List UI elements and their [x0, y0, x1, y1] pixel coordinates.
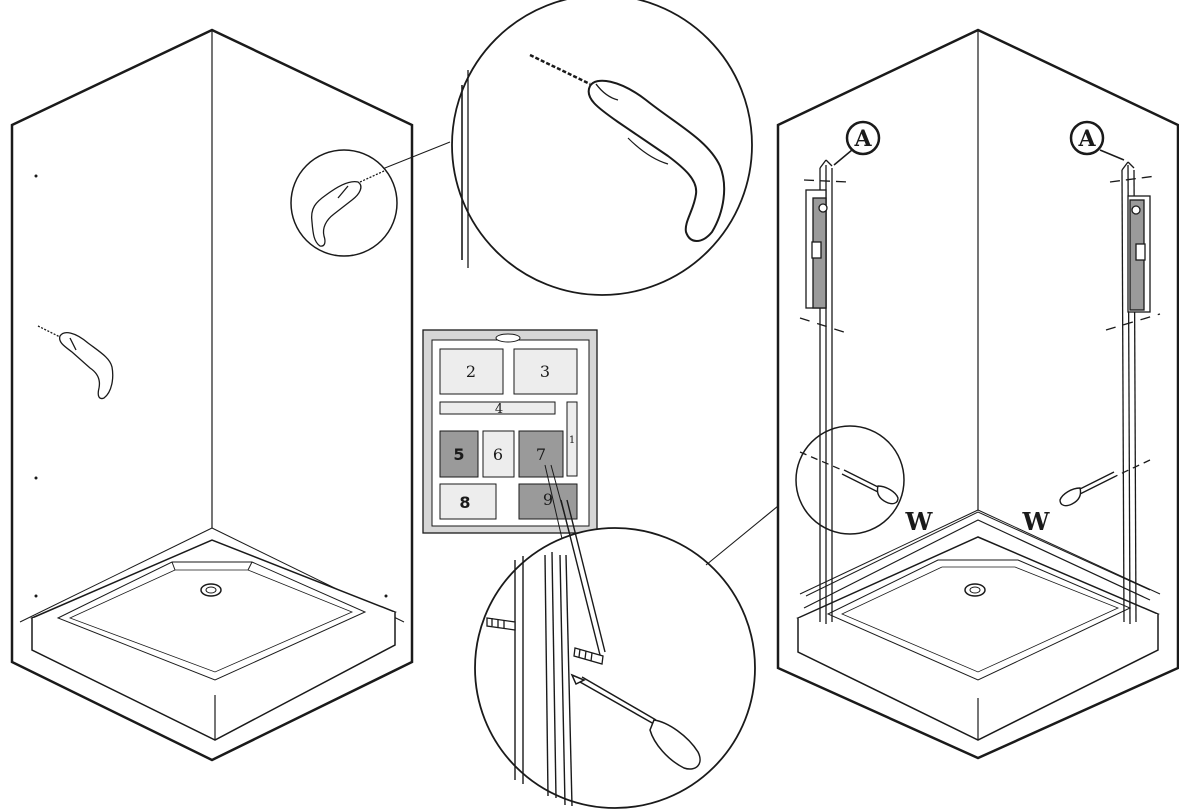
- large-magnifier-drill: [451, 0, 753, 296]
- magnifier-leader: [379, 141, 451, 171]
- panel-label-6: 6: [493, 445, 503, 464]
- panel-label-7: 7: [536, 445, 546, 464]
- panel-box-8: [439, 483, 497, 520]
- panel-label-9: 9: [543, 490, 553, 509]
- panel-label-5: 5: [453, 445, 464, 464]
- screwdriver-icon: [1059, 471, 1117, 507]
- instruction-panel: 2 3 4 1 5 6 7 8 9: [422, 329, 598, 534]
- left-enclosure: [10, 28, 451, 762]
- right-enclosure: [776, 28, 1179, 760]
- screwdriver-icon: [841, 469, 899, 505]
- panel-box-2: [439, 348, 504, 395]
- left-wall-profile: [799, 159, 851, 624]
- w-label-right: W: [1022, 507, 1051, 536]
- panel-box-3: [513, 348, 578, 395]
- drill-icon: [310, 170, 385, 247]
- right-small-magnifier: [795, 425, 905, 535]
- panel-box-4: [439, 401, 556, 415]
- panel-box-5: [439, 430, 479, 478]
- screw-icon: [573, 647, 604, 665]
- callout-a-right-label: A: [1077, 126, 1096, 152]
- left-tray-drain: [200, 583, 222, 597]
- callout-a-right: [1069, 120, 1125, 161]
- panel-label-3: 3: [540, 362, 550, 381]
- callout-a-left-label: A: [853, 126, 872, 152]
- panel-label-2: 2: [466, 362, 476, 381]
- drill-icon: [37, 325, 114, 400]
- panel-box-1: [566, 401, 578, 477]
- screw-icon: [486, 617, 516, 631]
- panel-label-8: 8: [459, 493, 470, 512]
- callout-a-left: [833, 120, 881, 166]
- right-wall-profile: [1105, 161, 1161, 625]
- panel-box-7: [518, 430, 564, 478]
- panel-label-4: 4: [495, 402, 503, 417]
- drill-icon: [529, 53, 726, 242]
- bottom-magnifier-screwdriver: [474, 464, 756, 809]
- panel-box-6: [482, 430, 515, 478]
- panel-label-1: 1: [569, 435, 575, 446]
- w-label-left: W: [905, 507, 934, 536]
- right-tray-drain: [964, 583, 986, 597]
- screwdriver-icon: [570, 673, 701, 770]
